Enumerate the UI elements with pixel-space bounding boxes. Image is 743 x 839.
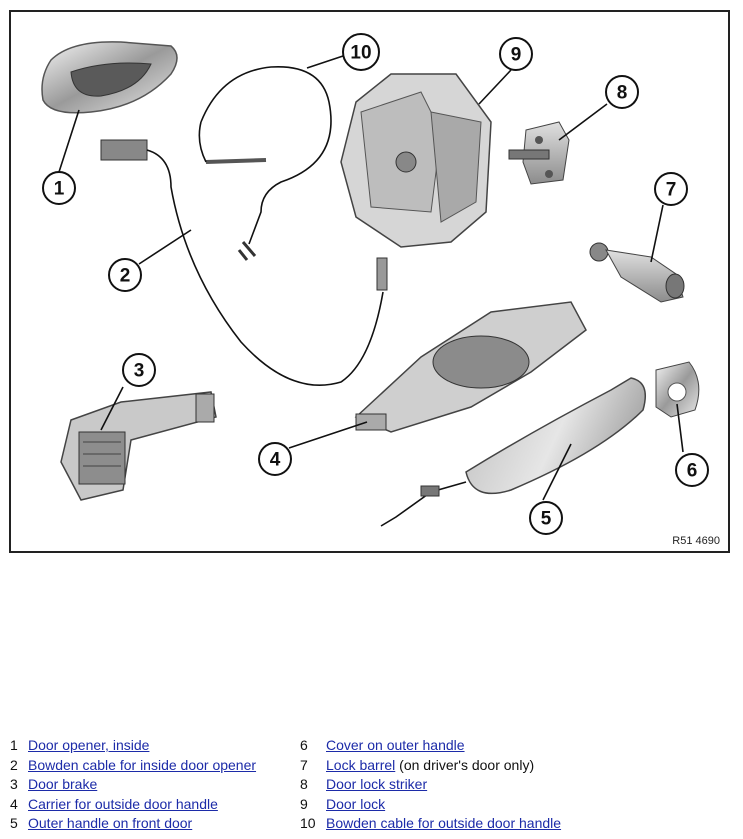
legend-item-number: 2 xyxy=(10,756,18,773)
svg-text:5: 5 xyxy=(541,509,552,530)
legend-item-number: 8 xyxy=(300,776,308,792)
leader-5 xyxy=(542,443,572,501)
part-door-brake xyxy=(60,391,217,501)
leader-4 xyxy=(288,421,368,449)
legend-item-link[interactable]: Cover on outer handle xyxy=(326,737,465,753)
part-carrier-outside-handle xyxy=(354,301,587,433)
svg-text:10: 10 xyxy=(350,43,371,64)
leader-7 xyxy=(650,204,664,263)
part-outer-handle-front-door xyxy=(380,377,646,527)
leader-1 xyxy=(58,109,80,173)
callout-9: 9 xyxy=(499,37,533,71)
diagram-drawing: 1 2 3 4 5 6 7 8 9 10 xyxy=(41,33,709,535)
legend-item-number: 7 xyxy=(300,756,308,773)
legend-item: 5 Outer handle on front door xyxy=(10,814,256,834)
legend-item-link[interactable]: Lock barrel xyxy=(326,756,396,773)
legend-item-number: 9 xyxy=(300,795,308,812)
legend-item-link[interactable]: Door opener, inside xyxy=(28,737,150,753)
svg-text:4: 4 xyxy=(270,450,281,471)
legend-item-link[interactable]: Outer handle on front door xyxy=(28,815,193,831)
legend-item-number: 3 xyxy=(10,776,18,792)
legend-item: 8 Door lock striker xyxy=(300,775,561,795)
part-lock-barrel xyxy=(589,242,685,303)
leader-9 xyxy=(478,69,512,105)
legend-item-number: 10 xyxy=(300,815,316,831)
svg-text:9: 9 xyxy=(511,45,522,66)
exploded-parts-diagram: 1 2 3 4 5 6 7 8 9 10 R51 4690 xyxy=(9,10,730,553)
callout-6: 6 xyxy=(675,453,709,487)
leader-10 xyxy=(306,55,344,69)
part-door-lock xyxy=(340,73,492,248)
legend-item-link[interactable]: Bowden cable for inside door opener xyxy=(28,756,257,773)
legend-item: 7 Lock barrel (on driver's door only) xyxy=(300,756,561,776)
part-bowden-cable-outside xyxy=(198,66,332,261)
svg-text:3: 3 xyxy=(134,361,145,382)
legend-item: 4 Carrier for outside door handle xyxy=(10,795,256,815)
legend-item-number: 5 xyxy=(10,815,18,831)
legend-item: 9 Door lock xyxy=(300,795,561,815)
legend-item-link[interactable]: Carrier for outside door handle xyxy=(28,795,218,812)
legend-left-column: 1 Door opener, inside 2 Bowden cable for in… xyxy=(10,736,256,834)
legend-item: 3 Door brake xyxy=(10,775,256,795)
legend-item-link[interactable]: Door brake xyxy=(28,776,98,792)
legend-item: 1 Door opener, inside xyxy=(10,736,256,756)
svg-text:2: 2 xyxy=(120,266,131,287)
legend-item-note: (on driver's door only) xyxy=(395,756,535,773)
svg-text:8: 8 xyxy=(617,83,628,104)
callout-2: 2 xyxy=(108,258,142,292)
part-door-opener-inside xyxy=(41,41,178,114)
callout-7: 7 xyxy=(654,172,688,206)
callout-8: 8 xyxy=(605,75,639,109)
leader-8 xyxy=(558,103,608,141)
callout-10: 10 xyxy=(342,33,380,71)
figure-code: R51 4690 xyxy=(672,535,720,547)
part-bowden-cable-inside xyxy=(100,139,388,386)
svg-text:6: 6 xyxy=(687,461,698,482)
legend-item: 6 Cover on outer handle xyxy=(300,736,561,756)
leader-3 xyxy=(100,386,124,431)
legend-item-number: 6 xyxy=(300,737,308,753)
legend-item: 2 Bowden cable for inside door opener xyxy=(10,756,256,776)
leader-6 xyxy=(676,403,684,453)
legend-item-number: 4 xyxy=(10,795,18,812)
part-cover-outer-handle xyxy=(655,361,700,418)
legend-item-link[interactable]: Bowden cable for outside door handle xyxy=(326,815,562,831)
callout-1: 1 xyxy=(42,171,76,205)
legend-item-link[interactable]: Door lock striker xyxy=(326,776,428,792)
legend-item-link[interactable]: Door lock xyxy=(326,795,386,812)
leader-2 xyxy=(138,229,192,265)
legend-item: 10 Bowden cable for outside door handle xyxy=(300,814,561,834)
svg-text:1: 1 xyxy=(54,179,65,200)
legend-item-number: 1 xyxy=(10,737,18,753)
callout-3: 3 xyxy=(122,353,156,387)
callout-4: 4 xyxy=(258,442,292,476)
svg-text:7: 7 xyxy=(666,180,677,201)
part-door-lock-striker xyxy=(508,121,570,185)
legend-right-column: 6 Cover on outer handle 7 Lock barrel (on d… xyxy=(300,736,561,834)
callout-5: 5 xyxy=(529,501,563,535)
